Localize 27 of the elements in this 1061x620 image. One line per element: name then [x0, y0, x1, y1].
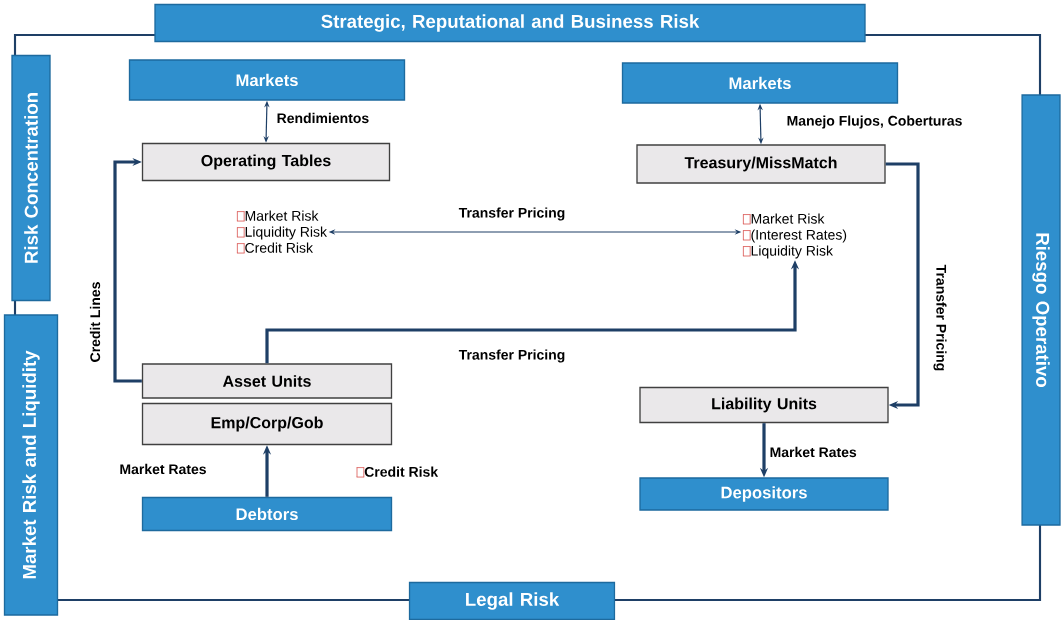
- edge-label: Credit Lines: [88, 280, 102, 364]
- edge-label: Transfer Pricing: [457, 206, 567, 222]
- party-box: Depositors: [639, 477, 889, 511]
- risk-note: Credit Risk: [356, 466, 439, 478]
- arrow: [885, 162, 920, 410]
- unit-box: Emp/Corp/Gob: [141, 402, 393, 446]
- header-band: Strategic, Reputational and Business Risk: [154, 3, 866, 43]
- unit-box: Liability Units: [639, 386, 889, 424]
- unit-box: Treasury/MissMatch: [636, 144, 886, 184]
- market-box: Markets: [128, 59, 406, 101]
- unit-box: Operating Tables: [141, 142, 391, 182]
- party-box: Debtors: [141, 496, 393, 532]
- edge-label: Transfer Pricing: [932, 263, 948, 373]
- arrow: [113, 157, 142, 383]
- risk-list: Market Risk (Interest Rates) Liquidity Risk: [742, 213, 847, 259]
- side-band: Market Risk and Liquidity: [3, 314, 59, 616]
- edge-label: Market Rates: [118, 462, 208, 476]
- footer-band: Legal Risk: [408, 581, 616, 620]
- market-box: Markets: [621, 62, 899, 104]
- edge-label: Transfer Pricing: [457, 348, 567, 364]
- side-band: Risk Concentration: [11, 54, 51, 302]
- side-band: Riesgo Operativo: [1021, 94, 1061, 526]
- edge-label: Rendimientos: [275, 111, 371, 125]
- risk-list: Market Risk Liquidity Risk Credit Risk: [236, 210, 327, 254]
- edge-label: Manejo Flujos, Coberturas: [785, 114, 964, 130]
- unit-box: Asset Units: [141, 363, 393, 399]
- edge-label: Market Rates: [768, 445, 859, 459]
